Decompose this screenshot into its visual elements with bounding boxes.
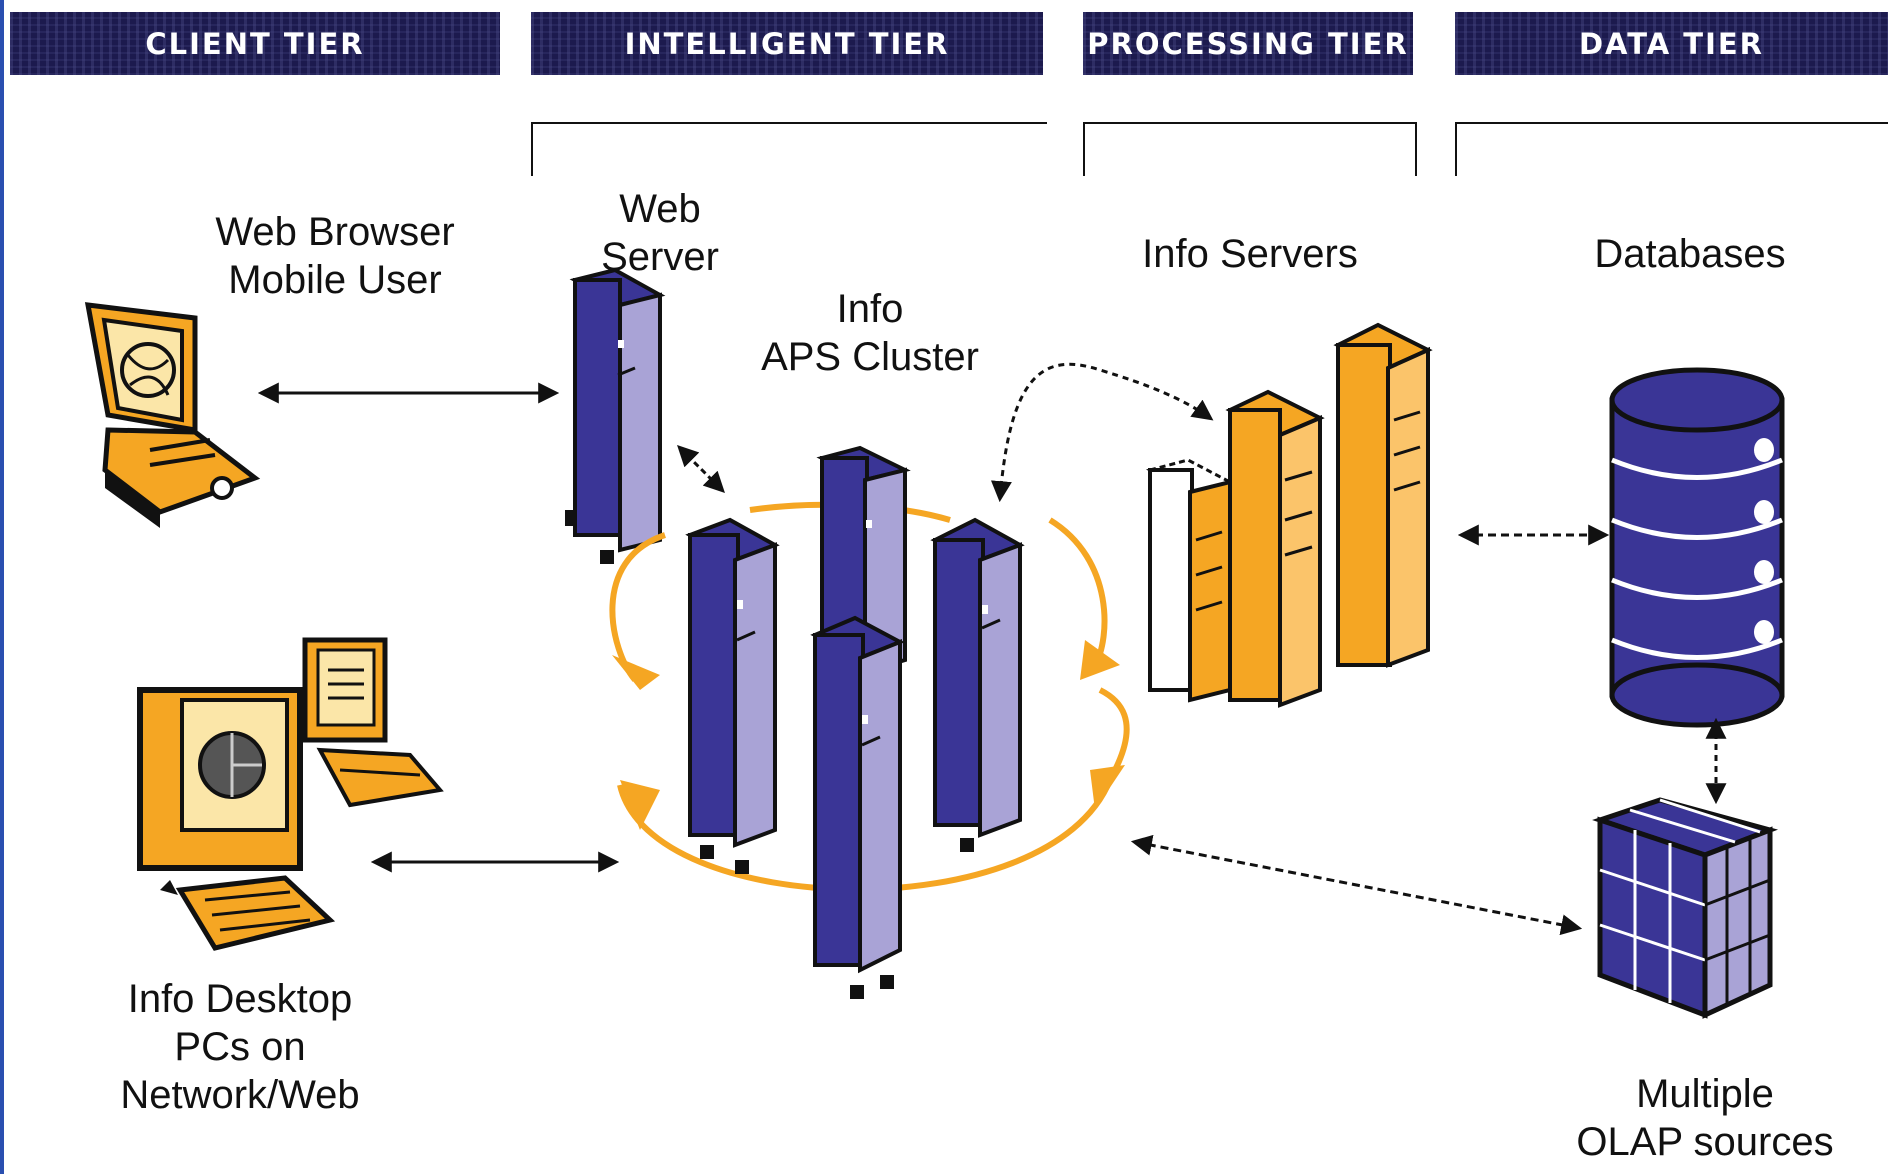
processing-tier-bracket	[1083, 122, 1417, 176]
web-browser-label-line2: Mobile User	[228, 258, 442, 302]
info-servers-label-text: Info Servers	[1142, 232, 1358, 276]
cluster-server-front	[810, 615, 905, 999]
intelligent-tier-header: INTELLIGENT TIER	[531, 12, 1043, 75]
aps-cluster-label: Info APS Cluster	[745, 285, 995, 381]
laptop-icon	[84, 302, 261, 528]
database-stack-icon	[1609, 367, 1785, 728]
processing-tier-header: PROCESSING TIER	[1083, 12, 1413, 75]
web-server-label: Web Server	[555, 185, 765, 281]
cycle-arrowhead-bottom-right	[1090, 765, 1125, 810]
aps-cluster-servers	[685, 445, 1025, 999]
client-tier-title: CLIENT TIER	[145, 26, 365, 61]
aps-cluster-label-line2: APS Cluster	[761, 335, 979, 379]
databases-label: Databases	[1580, 230, 1800, 278]
olap-sources-label-line1: Multiple	[1636, 1072, 1774, 1116]
web-browser-label: Web Browser Mobile User	[200, 208, 470, 304]
data-tier-header: DATA TIER	[1455, 12, 1888, 75]
aps-cluster-label-line1: Info	[836, 287, 904, 331]
intelligent-tier-title: INTELLIGENT TIER	[624, 26, 950, 61]
info-server-middle	[1225, 389, 1325, 708]
webserver-cluster-link	[677, 445, 725, 493]
info-servers-icon	[1145, 322, 1433, 708]
cluster-server-left	[685, 517, 780, 874]
info-desktop-label: Info Desktop PCs on Network/Web	[70, 975, 410, 1119]
olap-sources-label: Multiple OLAP sources	[1565, 1070, 1845, 1166]
databases-label-text: Databases	[1594, 232, 1786, 276]
web-browser-label-line1: Web Browser	[215, 210, 455, 254]
desktop-pcs-icon	[137, 637, 444, 951]
olap-cube-icon	[1592, 797, 1779, 1019]
info-desktop-label-line1: Info Desktop	[127, 977, 353, 1021]
connectors	[257, 362, 1727, 936]
cluster-olap-link	[1130, 834, 1583, 936]
cluster-server-right	[930, 517, 1025, 852]
intelligent-tier-bracket	[531, 122, 1047, 176]
info-servers-label: Info Servers	[1135, 230, 1365, 278]
cycle-arrowhead-right	[1080, 640, 1120, 680]
info-desktop-label-line2: PCs on Network/Web	[120, 1025, 360, 1117]
data-tier-bracket	[1455, 122, 1888, 176]
cluster-infoservers-link	[990, 362, 1214, 503]
web-server-label-text: Web Server	[601, 187, 719, 279]
cycle-arrowhead-left	[612, 655, 660, 690]
info-server-white	[1145, 458, 1235, 703]
web-server-icon	[565, 267, 666, 564]
data-tier-title: DATA TIER	[1578, 26, 1765, 61]
cycle-arrowhead-bottom-left	[620, 780, 660, 830]
processing-tier-title: PROCESSING TIER	[1087, 26, 1409, 61]
client-tier-header: CLIENT TIER	[10, 12, 500, 75]
olap-sources-label-line2: OLAP sources	[1576, 1120, 1834, 1164]
info-server-tall	[1333, 322, 1433, 668]
left-edge-stripe	[0, 0, 4, 1174]
